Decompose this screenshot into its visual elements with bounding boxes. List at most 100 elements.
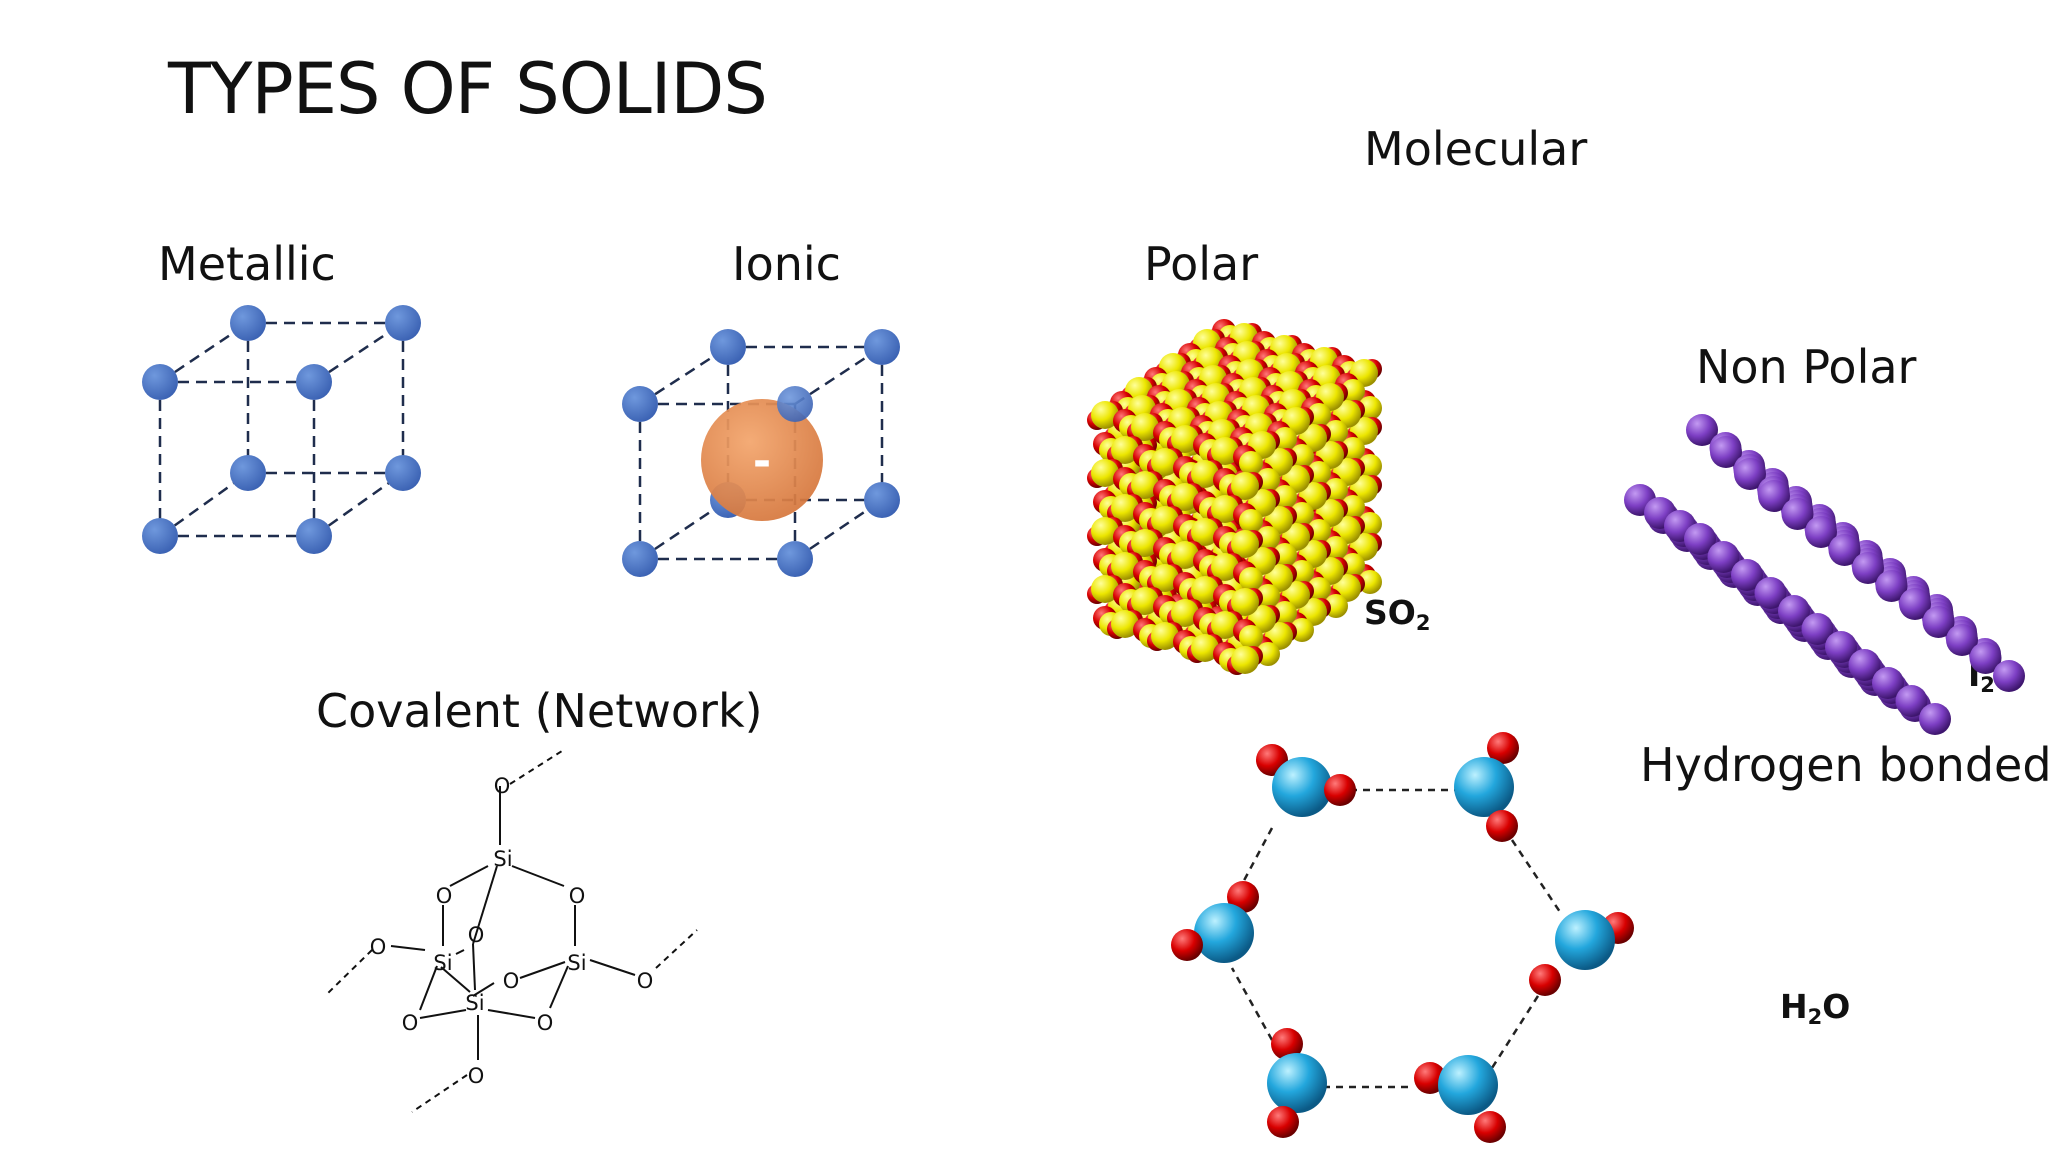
iodine-atom bbox=[1895, 685, 1928, 717]
iodine-atom bbox=[1825, 631, 1857, 663]
iodine-atom bbox=[1946, 624, 1978, 656]
metal-atom bbox=[385, 305, 421, 341]
iodine-atom bbox=[1969, 642, 2002, 674]
label-non-polar: Non Polar bbox=[1696, 340, 1917, 394]
iodine-atom bbox=[1872, 667, 1904, 699]
sulfur-atom bbox=[1191, 634, 1219, 662]
iodine-atom bbox=[1805, 516, 1837, 548]
sulfur-atom bbox=[1111, 552, 1139, 580]
svg-text:O: O bbox=[468, 1064, 485, 1088]
sulfur-atom bbox=[1239, 509, 1263, 533]
svg-text:O: O bbox=[503, 969, 520, 993]
label-ionic: Ionic bbox=[732, 237, 841, 291]
iodine-atom bbox=[1899, 588, 1931, 620]
sulfur-atom bbox=[1171, 483, 1199, 511]
metal-atom bbox=[142, 364, 178, 400]
sulfur-atom bbox=[1231, 588, 1259, 616]
sulfur-atom bbox=[1211, 437, 1239, 465]
svg-text:Si: Si bbox=[433, 951, 452, 975]
metal-atom bbox=[296, 518, 332, 554]
metal-atom bbox=[142, 518, 178, 554]
svg-text:O: O bbox=[637, 969, 654, 993]
svg-text:O: O bbox=[569, 884, 586, 908]
sulfur-atom bbox=[1131, 529, 1159, 557]
sulfur-atom bbox=[1211, 553, 1239, 581]
svg-text:O: O bbox=[436, 884, 453, 908]
svg-text:Si: Si bbox=[567, 951, 586, 975]
iodine-atom bbox=[1758, 480, 1790, 512]
svg-text:Si: Si bbox=[493, 847, 512, 871]
formula-so2: SO2 bbox=[1364, 593, 1431, 635]
metal-atom bbox=[230, 305, 266, 341]
iodine-atom bbox=[1922, 606, 1955, 638]
anion-charge: - bbox=[753, 436, 771, 487]
label-covalent-network: Covalent (Network) bbox=[316, 684, 763, 738]
label-polar: Polar bbox=[1144, 237, 1259, 291]
sulfur-atom bbox=[1151, 564, 1179, 592]
metal-atom bbox=[385, 455, 421, 491]
iodine-atom bbox=[1734, 458, 1766, 490]
iodine-atom bbox=[1919, 703, 1951, 735]
iodine-atom bbox=[1828, 534, 1861, 566]
iodine-atom bbox=[1684, 523, 1716, 555]
sulfur-atom bbox=[1131, 587, 1159, 615]
sulfur-atom bbox=[1111, 494, 1139, 522]
svg-text:O: O bbox=[402, 1011, 419, 1035]
sulfur-atom bbox=[1211, 495, 1239, 523]
sulfur-atom bbox=[1171, 599, 1199, 627]
sulfur-atom bbox=[1091, 517, 1119, 545]
sulfur-atom bbox=[1131, 413, 1159, 441]
svg-text:O: O bbox=[370, 935, 387, 959]
sulfur-atom bbox=[1111, 610, 1139, 638]
iodine-atom bbox=[1875, 570, 1908, 602]
svg-text:O: O bbox=[494, 774, 511, 798]
iodine-atom bbox=[1707, 541, 1740, 573]
sulfur-atom bbox=[1231, 472, 1259, 500]
iodine-atom bbox=[1852, 552, 1884, 584]
label-metallic: Metallic bbox=[158, 237, 336, 291]
sulfur-atom bbox=[1091, 401, 1119, 429]
sulfur-atom bbox=[1231, 646, 1259, 674]
iodine-atom bbox=[1801, 613, 1834, 645]
svg-text:Si: Si bbox=[465, 991, 484, 1015]
sulfur-atom bbox=[1111, 436, 1139, 464]
label-hydrogen-bonded: Hydrogen bonded bbox=[1640, 738, 2048, 792]
iodine-atom bbox=[1731, 559, 1763, 591]
svg-text:O: O bbox=[537, 1011, 554, 1035]
iodine-atom bbox=[1848, 649, 1881, 681]
iodine-atom bbox=[1686, 414, 1718, 446]
page-title: TYPES OF SOLIDS bbox=[168, 48, 768, 130]
sulfur-atom bbox=[1091, 575, 1119, 603]
sulfur-atom bbox=[1171, 425, 1199, 453]
sulfur-atom bbox=[1171, 541, 1199, 569]
iodine-atom bbox=[1781, 498, 1814, 530]
metal-atom bbox=[296, 364, 332, 400]
sulfur-atom bbox=[1211, 611, 1239, 639]
metal-atom bbox=[230, 455, 266, 491]
formula-h2o: H2O bbox=[1780, 987, 1851, 1029]
sulfur-atom bbox=[1151, 622, 1179, 650]
sulfur-atom bbox=[1239, 567, 1263, 591]
iodine-atom bbox=[1754, 577, 1787, 609]
sulfur-atom bbox=[1191, 576, 1219, 604]
anion-sphere bbox=[701, 399, 823, 521]
sulfur-atom bbox=[1091, 459, 1119, 487]
svg-text:O: O bbox=[468, 923, 485, 947]
sulfur-atom bbox=[1239, 625, 1263, 649]
sulfur-atom bbox=[1151, 448, 1179, 476]
sulfur-atom bbox=[1191, 518, 1219, 546]
label-molecular: Molecular bbox=[1364, 122, 1588, 176]
sulfur-atom bbox=[1131, 471, 1159, 499]
sulfur-atom bbox=[1231, 530, 1259, 558]
iodine-atom bbox=[1778, 595, 1810, 627]
sulfur-atom bbox=[1239, 451, 1263, 475]
iodine-atom bbox=[1710, 436, 1742, 468]
iodine-atom bbox=[1993, 660, 2025, 692]
sulfur-atom bbox=[1191, 460, 1219, 488]
